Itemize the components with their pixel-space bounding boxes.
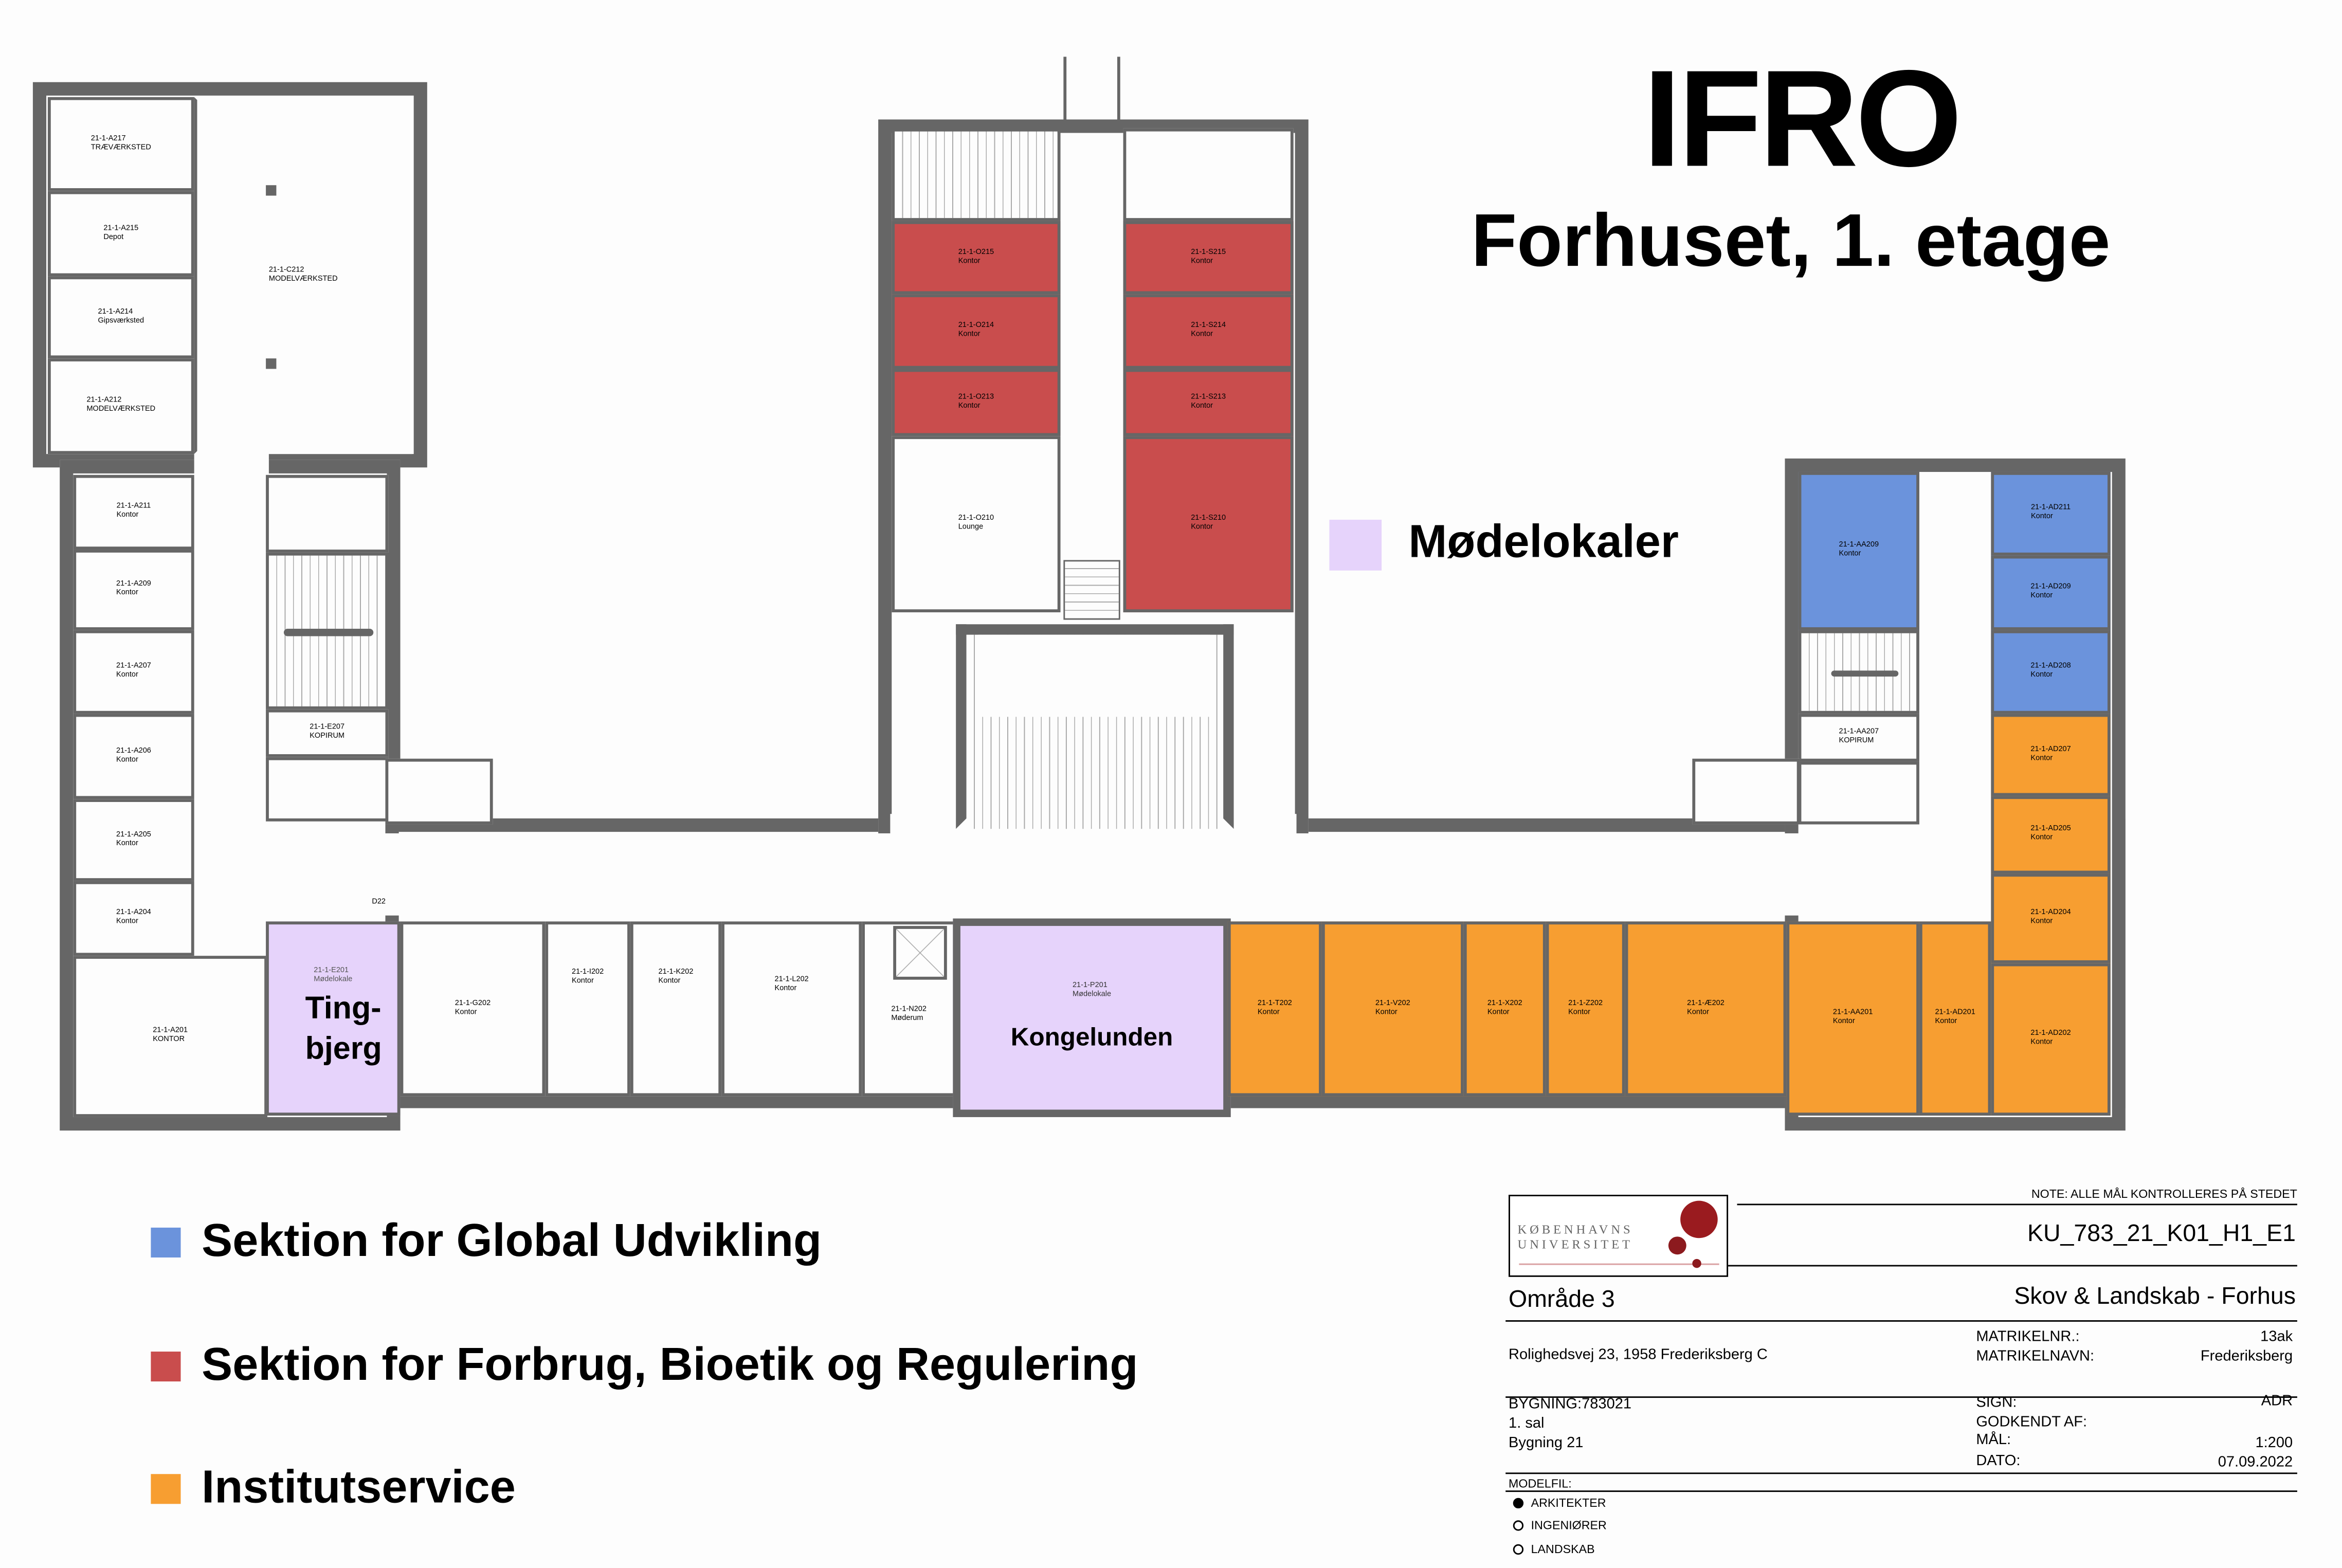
legend-swatch-institutservice	[151, 1474, 181, 1504]
scale-label: MÅL:	[1976, 1432, 2011, 1449]
modelfile-arkitekter[interactable]: ARKITEKTER	[1513, 1497, 1606, 1510]
stairs-small	[1063, 560, 1120, 620]
sign: ADR	[2261, 1393, 2293, 1410]
building-name: Bygning 21	[1509, 1435, 1584, 1452]
legend-label-forbrug: Sektion for Forbrug, Bioetik og Reguleri…	[202, 1338, 1138, 1391]
main-staircase	[956, 624, 1234, 829]
meeting-rooms-swatch	[1329, 519, 1382, 571]
legend-label-global: Sektion for Global Udvikling	[202, 1214, 822, 1267]
area: Område 3	[1509, 1287, 1615, 1313]
toilets-left	[266, 475, 389, 553]
modelfile-landskab[interactable]: LANDSKAB	[1513, 1543, 1595, 1556]
radio-selected-icon	[1513, 1498, 1524, 1509]
stairs-right	[1798, 630, 1919, 714]
stairs-left	[266, 552, 389, 709]
toilets-top	[1123, 128, 1294, 221]
date-label: DATO:	[1976, 1453, 2021, 1470]
approved-label: GODKENDT AF:	[1976, 1414, 2087, 1431]
door-label: D22	[372, 897, 386, 907]
address: Rolighedsvej 23, 1958 Frederiksberg C	[1509, 1347, 1768, 1364]
toilets-connector	[385, 758, 493, 825]
elevator	[893, 926, 947, 980]
drawing-id: KU_783_21_K01_H1_E1	[2027, 1221, 2296, 1247]
matrikelnavn-label: MATRIKELNAVN:	[1976, 1348, 2095, 1365]
matrikelnr-label: MATRIKELNR.:	[1976, 1329, 2080, 1346]
date: 07.09.2022	[2218, 1454, 2293, 1471]
matrikelnavn: Frederiksberg	[2200, 1348, 2293, 1365]
toilets-right	[1798, 761, 1919, 825]
legend-label-institutservice: Institutservice	[202, 1461, 516, 1513]
sign-label: SIGN:	[1976, 1395, 2017, 1412]
plan-subtitle: Forhuset, 1. etage	[1471, 198, 2111, 283]
plan-title: IFRO	[1643, 43, 1963, 196]
radio-empty-icon	[1513, 1520, 1524, 1531]
building: BYGNING:783021	[1509, 1396, 1632, 1413]
floor: 1. sal	[1509, 1415, 1545, 1432]
stairs-top	[892, 128, 1061, 221]
legend-swatch-forbrug	[151, 1352, 181, 1382]
scale: 1:200	[2255, 1435, 2293, 1452]
legend-swatch-global	[151, 1227, 181, 1258]
toilets-left-lower	[266, 757, 389, 822]
radio-empty-icon	[1513, 1544, 1524, 1555]
modelfile-label: MODELFIL:	[1509, 1477, 1572, 1491]
matrikelnr: 13ak	[2260, 1329, 2293, 1346]
ku-seal-icon	[1680, 1200, 1718, 1238]
project: Skov & Landskab - Forhus	[2014, 1284, 2296, 1310]
meeting-rooms-label: Mødelokaler	[1408, 515, 1679, 568]
note: NOTE: ALLE MÅL KONTROLLERES PÅ STEDET	[2031, 1187, 2297, 1201]
toilets-right-connector	[1692, 758, 1800, 825]
modelfile-ingeniorer[interactable]: INGENIØRER	[1513, 1519, 1607, 1533]
